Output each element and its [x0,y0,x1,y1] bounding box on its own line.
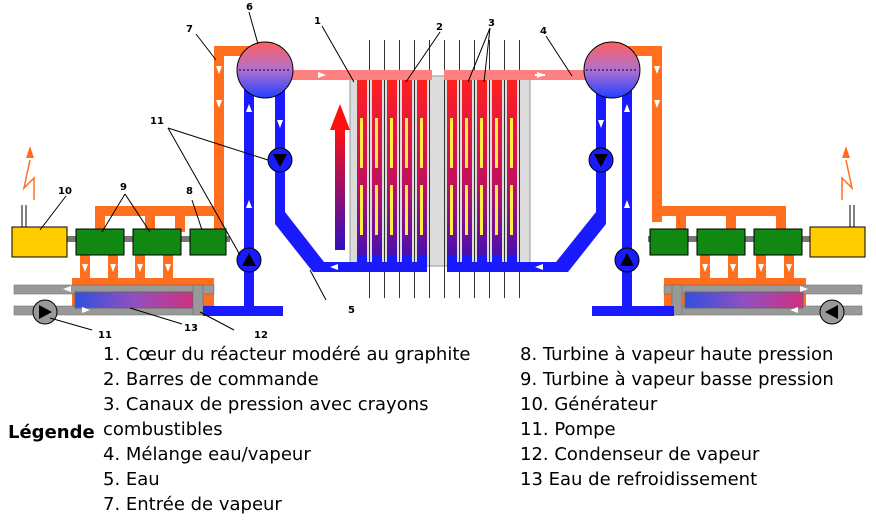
callout-8: 8 [186,186,193,197]
legend-item: 1. Cœur du réacteur modéré au graphite [103,344,471,365]
legend-left-column: 1. Cœur du réacteur modéré au graphite 2… [103,342,470,517]
callout-4: 4 [540,26,547,37]
legend-item: 4. Mélange eau/vapeur [103,444,311,465]
legend-item: 13 Eau de refroidissement [520,469,758,490]
fuel-channels [357,80,517,268]
reactor-core [330,40,531,298]
callout-7: 7 [186,24,193,35]
steam-water-mixture-pipes [290,70,586,80]
legend-item: 12. Condenseur de vapeur [520,444,760,465]
callout-12: 12 [254,330,268,340]
legend-item: 8. Turbine à vapeur haute pression [520,344,834,365]
callout-leaders [39,11,573,331]
water-inlet-pipes [275,212,606,272]
legend-right-column: 8. Turbine à vapeur haute pression 9. Tu… [520,342,834,492]
legend-item: 11. Pompe [520,419,616,440]
legend-item: 7. Entrée de vapeur [103,494,282,515]
legend-item: 10. Générateur [520,394,658,415]
left-loop [11,41,294,325]
legend-title: Légende [8,422,95,443]
control-rods [369,40,520,298]
rbmk-reactor-diagram: 1 2 3 4 5 6 7 8 9 10 11 11 12 13 [11,2,866,340]
callout-3: 3 [488,18,495,29]
right-loop [583,41,866,325]
legend-item: 3. Canaux de pression avec crayons [103,394,429,415]
callout-9: 9 [120,182,127,193]
legend-item: combustibles [103,419,223,440]
callout-6: 6 [246,2,253,13]
legend-item: 9. Turbine à vapeur basse pression [520,369,834,390]
upward-flow-arrow [330,104,350,250]
callout-2: 2 [436,22,443,33]
callout-11-bottom: 11 [98,330,112,340]
fuel-rods [360,118,513,235]
callout-10: 10 [58,186,72,197]
callout-5: 5 [348,305,355,316]
callout-numbers: 1 2 3 4 5 6 7 8 9 10 11 11 12 13 [58,2,547,340]
callout-11-top: 11 [150,116,164,127]
legend-item: 2. Barres de commande [103,369,319,390]
callout-1: 1 [314,16,321,27]
callout-13: 13 [184,323,198,334]
legend-item: 5. Eau [103,469,160,490]
